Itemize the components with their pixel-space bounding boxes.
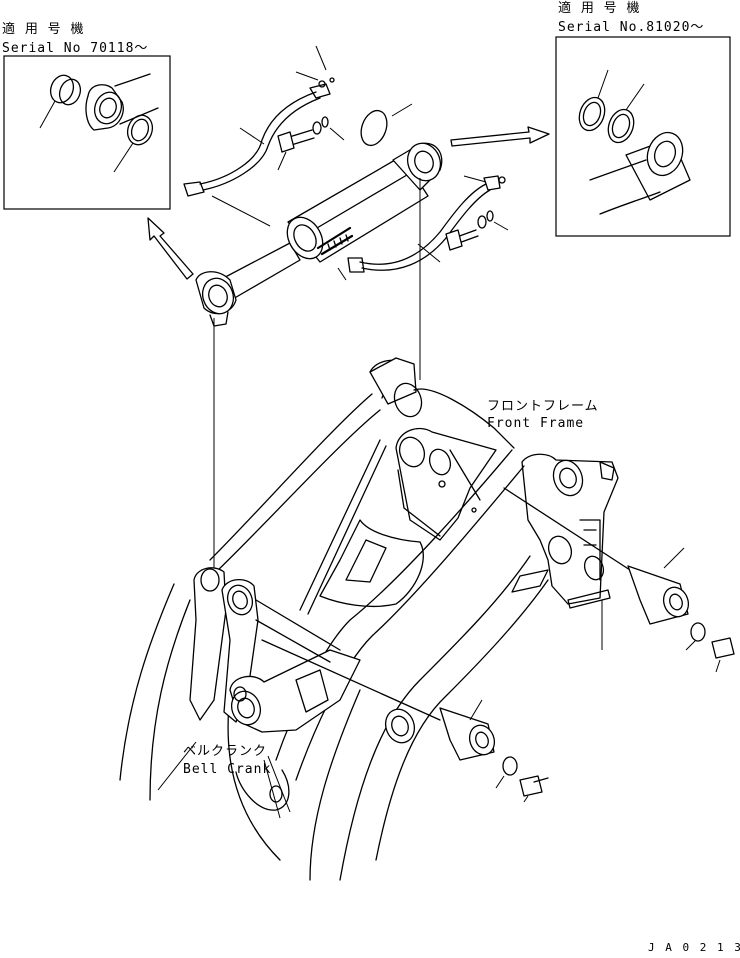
bell-crank-pin	[261, 639, 549, 803]
front-frame-en-label: Front Frame	[487, 416, 584, 431]
bell-crank-jp-label: ベルクランク	[183, 744, 267, 759]
drawing-code: J A 0 2 1 3 9 5	[648, 941, 740, 954]
left-inset-detail	[3, 55, 171, 210]
right-inset-detail	[555, 36, 731, 237]
right-inset-frame	[555, 36, 731, 237]
right-applicability-label: 適 用 号 機	[558, 0, 640, 16]
front-frame	[119, 357, 619, 881]
right-serial-label: Serial No.81020～	[558, 20, 704, 35]
bell-crank-en-label: Bell Crank	[183, 762, 271, 777]
front-frame-jp-label: フロントフレーム	[487, 399, 599, 414]
arrow-to-left-inset	[147, 217, 194, 280]
left-applicability-label: 適 用 号 機	[2, 21, 84, 37]
hose-lower	[347, 175, 506, 273]
hose-upper	[183, 45, 335, 197]
tilt-cylinder	[195, 142, 443, 327]
cylinder-bolts	[211, 103, 509, 281]
bell-crank	[157, 567, 361, 819]
left-serial-label: Serial No 70118～	[2, 41, 148, 56]
front-frame-pin	[503, 487, 735, 673]
arrow-to-right-inset	[450, 126, 550, 147]
left-inset-frame	[3, 55, 171, 210]
